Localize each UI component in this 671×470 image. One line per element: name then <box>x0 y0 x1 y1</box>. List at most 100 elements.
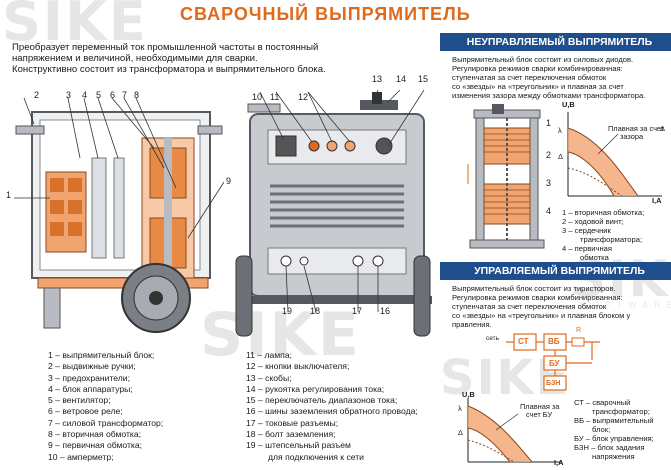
transformer-illustration <box>467 104 545 249</box>
controlled-text: Выпрямительный блок состоит из тиристоро… <box>452 284 630 329</box>
controlled-header: УПРАВЛЯЕМЫЙ ВЫПРЯМИТЕЛЬ <box>448 262 671 280</box>
uncontrolled-text-line: Выпрямительный блок состоит из силовых д… <box>452 55 634 64</box>
callout-15: 15 <box>418 74 429 84</box>
controlled-graph-x-label: I,A <box>554 458 564 467</box>
uncontrolled-legend-item: 1 – вторичная обмотка; <box>562 208 645 217</box>
legend-item: 10 – амперметр; <box>48 451 114 462</box>
callout-12: 12 <box>298 92 309 102</box>
watermark-sub-3: SOFTWARE <box>580 300 671 310</box>
controlled-text-line: со «звезды» на «треугольник» и плавная б… <box>452 311 631 320</box>
legend-right: 11 – лампа; 12 – кнопки выключателя; 13 … <box>246 350 418 463</box>
schema-r-label: R <box>576 327 582 334</box>
controlled-legend-item: блок; <box>592 425 611 434</box>
uncontrolled-graph-note-2: зазора <box>620 132 644 141</box>
uncontrolled-graph-delta-axis: Δ <box>558 152 563 161</box>
controlled-legend-item: ВБ – выпрямительный <box>574 416 654 425</box>
uncontrolled-text: Выпрямительный блок состоит из силовых д… <box>452 55 645 100</box>
uncontrolled-legend: 1 – вторичная обмотка; 2 – ходовой винт;… <box>562 208 644 262</box>
legend-item: 11 – лампа; <box>246 350 292 360</box>
uncontrolled-callout-2: 2 <box>546 150 552 160</box>
watermark-sub-1: SOFTWARE <box>12 40 111 50</box>
uncontrolled-header-accent <box>440 33 448 51</box>
controlled-legend-item: БУ – блок управления; <box>574 434 654 443</box>
callout-2: 2 <box>34 90 40 100</box>
rectifier-front-view-illustration <box>235 90 432 337</box>
uncontrolled-legend-item: 4 – первичная <box>562 244 612 253</box>
schema-bzn-block: БЗН <box>546 380 561 387</box>
schema-vb-block: ВБ <box>548 337 560 346</box>
callout-7: 7 <box>122 90 128 100</box>
rectifier-cutaway-illustration <box>14 98 224 333</box>
controlled-graph-note-1: Плавная за <box>520 402 560 411</box>
uncontrolled-callout-4: 4 <box>546 206 552 216</box>
legend-item: 6 – ветровое реле; <box>48 406 123 417</box>
callout-13: 13 <box>372 74 383 84</box>
legend-item: 1 – выпрямительный блок; <box>48 350 155 360</box>
legend-item: 4 – блок аппаратуры; <box>48 383 133 394</box>
callout-3: 3 <box>66 90 72 100</box>
callout-4: 4 <box>82 90 88 100</box>
legend-item: 3 – предохранители; <box>48 372 130 383</box>
legend-item: 19 – штепсельный разъем <box>246 440 351 451</box>
description: Преобразует переменный ток промышленной … <box>12 42 412 75</box>
uncontrolled-graph-y-label: U,B <box>562 100 575 109</box>
uncontrolled-characteristic-graph <box>567 112 662 197</box>
watermark-brand-1: SIKE <box>2 0 148 53</box>
description-line: Конструктивно состоит из трансформатора … <box>12 64 326 75</box>
uncontrolled-legend-item: 3 – сердечник <box>562 226 611 235</box>
callout-6: 6 <box>110 90 116 100</box>
legend-item: 18 – болт заземления; <box>246 429 336 440</box>
controlled-characteristic-graph <box>467 398 562 463</box>
legend-item: 12 – кнопки выключателя; <box>246 361 350 372</box>
legend-item: 16 – шины заземления обратного провода; <box>246 406 418 417</box>
uncontrolled-text-line: со «звезды» на «треугольник» и плавная з… <box>452 82 624 91</box>
legend-left: 1 – выпрямительный блок; 2 – выдвижные р… <box>48 350 163 463</box>
uncontrolled-graph-delta: Δ <box>660 124 665 133</box>
controlled-graph-lambda: λ <box>458 404 462 413</box>
uncontrolled-header: НЕУПРАВЛЯЕМЫЙ ВЫПРЯМИТЕЛЬ <box>448 33 671 51</box>
controlled-graph-delta: Δ <box>458 428 463 437</box>
controlled-legend-item: СТ – сварочный <box>574 398 631 407</box>
schema-net-label: сеть <box>486 335 500 342</box>
legend-item: для подключения к сети <box>268 451 364 462</box>
callout-14: 14 <box>396 74 407 84</box>
controlled-text-line: правления. <box>452 320 492 329</box>
legend-item: 8 – вторичная обмотка; <box>48 429 142 440</box>
uncontrolled-text-line: ступенчатая за счет переключения обмоток <box>452 73 607 82</box>
uncontrolled-callout-3: 3 <box>546 178 552 188</box>
controlled-header-accent <box>440 262 448 280</box>
callout-16: 16 <box>380 306 391 316</box>
callout-5: 5 <box>96 90 102 100</box>
legend-item: 15 – переключатель диапазонов тока; <box>246 395 398 406</box>
controlled-legend-item: напряжения <box>592 452 635 461</box>
description-line: напряжением и величиной, необходимыми дл… <box>12 53 258 64</box>
callout-11: 11 <box>270 92 280 102</box>
callout-1: 1 <box>6 190 12 200</box>
controlled-legend-item: БЗН – блок задания <box>574 443 645 452</box>
uncontrolled-graph-x-label: I,A <box>652 196 662 205</box>
callout-19: 19 <box>282 306 293 316</box>
uncontrolled-graph-lambda: λ <box>558 126 562 135</box>
controlled-legend: СТ – сварочный трансформатор; ВБ – выпря… <box>574 398 654 461</box>
callout-17: 17 <box>352 306 363 316</box>
page-title: СВАРОЧНЫЙ ВЫПРЯМИТЕЛЬ <box>180 4 471 24</box>
legend-item: 2 – выдвижные ручки; <box>48 361 136 372</box>
legend-item: 17 – токовые разъемы; <box>246 417 339 428</box>
controlled-legend-item: трансформатор; <box>592 407 650 416</box>
uncontrolled-text-line: Регулировка режимов сварки комбинированн… <box>452 64 623 73</box>
uncontrolled-legend-item: 2 – ходовой винт; <box>562 217 624 226</box>
controlled-text-line: Регулировка режимов сварки комбинированн… <box>452 293 623 302</box>
schema-bu-block: БУ <box>549 359 560 368</box>
callout-10: 10 <box>252 92 263 102</box>
legend-item: 7 – силовой трансформатор; <box>48 417 164 428</box>
controlled-text-line: Выпрямительный блок состоит из тиристоро… <box>452 284 616 293</box>
description-line: Преобразует переменный ток промышленной … <box>12 42 319 53</box>
uncontrolled-callout-1: 1 <box>546 118 552 128</box>
callout-18: 18 <box>310 306 321 316</box>
uncontrolled-graph-note-1: Плавная за счет <box>608 124 665 133</box>
schema-st-block: СТ <box>518 337 529 346</box>
controlled-graph-y-label: U,B <box>462 390 475 399</box>
control-block-schema <box>506 333 600 391</box>
legend-item: 5 – вентилятор; <box>48 395 111 406</box>
callout-8: 8 <box>134 90 140 100</box>
